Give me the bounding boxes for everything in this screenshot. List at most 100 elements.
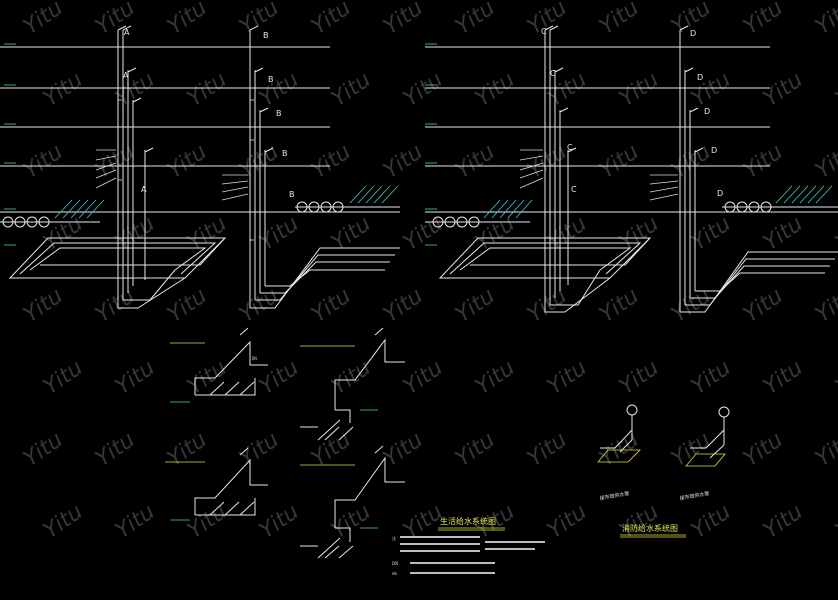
riser-label-d: D bbox=[717, 189, 723, 198]
branch-detail-3 bbox=[165, 447, 268, 521]
watermark-text: Yitu bbox=[595, 139, 644, 183]
watermark-text: Yitu bbox=[451, 283, 500, 327]
watermark-text: Yitu bbox=[811, 283, 838, 327]
fire-source-label-right: 接市政供水管 bbox=[679, 490, 710, 502]
watermark-text: Yitu bbox=[307, 0, 356, 40]
watermark-text: Yitu bbox=[39, 67, 88, 111]
riser-label-b: B bbox=[268, 75, 274, 84]
watermark-text: Yitu bbox=[759, 67, 808, 111]
riser-label-a: A bbox=[123, 71, 129, 80]
watermark-text: Yitu bbox=[163, 139, 212, 183]
watermark-text: Yitu bbox=[379, 139, 428, 183]
watermark-text: Yitu bbox=[811, 0, 838, 40]
watermark-text: Yitu bbox=[39, 355, 88, 399]
watermark-text: Yitu bbox=[183, 211, 232, 255]
watermark-text: Yitu bbox=[39, 499, 88, 543]
watermark-text: Yitu bbox=[759, 211, 808, 255]
domestic-system-title: 生活给水系统图 bbox=[440, 516, 496, 526]
riser-label-c: C bbox=[567, 143, 573, 152]
watermark-text: Yitu bbox=[19, 283, 68, 327]
watermark-text: Yitu bbox=[183, 499, 232, 543]
valve-row-b bbox=[295, 201, 400, 213]
riser-label-d: D bbox=[711, 146, 717, 155]
watermark-text: Yitu bbox=[831, 67, 838, 111]
riser-label-d: D bbox=[697, 73, 703, 82]
watermark-text: Yitu bbox=[163, 427, 212, 471]
riser-label-d: D bbox=[690, 29, 696, 38]
watermark-text: Yitu bbox=[667, 139, 716, 183]
watermark-text: Yitu bbox=[831, 211, 838, 255]
watermark-text: Yitu bbox=[163, 0, 212, 40]
watermark-text: Yitu bbox=[255, 499, 304, 543]
watermark-text: Yitu bbox=[19, 139, 68, 183]
watermark-text: Yitu bbox=[327, 67, 376, 111]
watermark-text: Yitu bbox=[687, 355, 736, 399]
watermark-text: Yitu bbox=[811, 139, 838, 183]
watermark-text: Yitu bbox=[399, 355, 448, 399]
watermark-text: Yitu bbox=[687, 211, 736, 255]
branch-detail-4 bbox=[300, 445, 405, 559]
watermark-text: Yitu bbox=[811, 427, 838, 471]
watermark-text: Yitu bbox=[111, 499, 160, 543]
watermark-text: Yitu bbox=[327, 499, 376, 543]
watermark-text: Yitu bbox=[759, 499, 808, 543]
notes-row-dn: DN bbox=[392, 561, 398, 566]
watermark-text: Yitu bbox=[235, 139, 284, 183]
valve-row-left bbox=[0, 216, 100, 228]
riser-label-b: B bbox=[263, 31, 269, 40]
watermark-text: Yitu bbox=[451, 427, 500, 471]
watermark-text: Yitu bbox=[595, 283, 644, 327]
fire-system-title: 消防给水系统图 bbox=[622, 523, 678, 533]
valve-row-d bbox=[722, 201, 838, 213]
branch-detail-1: DN bbox=[170, 327, 268, 403]
watermark-text: Yitu bbox=[451, 139, 500, 183]
riser-label-c: C bbox=[541, 27, 547, 36]
watermark-text: Yitu bbox=[523, 427, 572, 471]
watermark-text: Yitu bbox=[471, 211, 520, 255]
watermark-text: Yitu bbox=[523, 139, 572, 183]
watermark-text: Yitu bbox=[739, 0, 788, 40]
watermark-text: Yitu bbox=[163, 283, 212, 327]
notes-row-de: de bbox=[392, 571, 398, 576]
riser-label-a: A bbox=[124, 28, 130, 37]
riser-label-a: A bbox=[141, 185, 147, 194]
system-diagram-right: C C C C D D D D D bbox=[425, 25, 838, 313]
watermark-text: Yitu bbox=[183, 67, 232, 111]
watermark-text: Yitu bbox=[543, 355, 592, 399]
watermark-text: Yitu bbox=[91, 427, 140, 471]
watermark-text: Yitu bbox=[91, 283, 140, 327]
system-diagram-left: A A A B B B B B bbox=[0, 25, 400, 309]
watermark-text: Yitu bbox=[739, 427, 788, 471]
watermark-text: Yitu bbox=[379, 283, 428, 327]
riser-label-b: B bbox=[276, 109, 282, 118]
watermark-text: Yitu bbox=[523, 0, 572, 40]
watermark-text: Yitu bbox=[759, 355, 808, 399]
valve-row-right bbox=[425, 216, 530, 228]
riser-label-c: C bbox=[550, 69, 556, 78]
watermark-text: Yitu bbox=[235, 427, 284, 471]
watermark-text: Yitu bbox=[739, 283, 788, 327]
riser-label-d: D bbox=[704, 107, 710, 116]
watermark-text: Yitu bbox=[379, 427, 428, 471]
watermark-text: Yitu bbox=[739, 139, 788, 183]
watermark-text: Yitu bbox=[307, 139, 356, 183]
watermark-text: Yitu bbox=[687, 67, 736, 111]
watermark-text: Yitu bbox=[615, 67, 664, 111]
watermark-text: Yitu bbox=[19, 0, 68, 40]
watermark-text: Yitu bbox=[595, 0, 644, 40]
watermark-text: Yitu bbox=[91, 0, 140, 40]
watermark-text: Yitu bbox=[831, 355, 838, 399]
watermark-text: Yitu bbox=[471, 355, 520, 399]
watermark-text: Yitu bbox=[831, 499, 838, 543]
watermark-text: Yitu bbox=[687, 499, 736, 543]
domestic-title-block: 生活给水系统图 注 DN de bbox=[392, 516, 545, 576]
svg-text:DN: DN bbox=[252, 356, 257, 361]
watermark-text: Yitu bbox=[327, 211, 376, 255]
watermark-text: Yitu bbox=[615, 355, 664, 399]
watermark-text: Yitu bbox=[111, 355, 160, 399]
watermark-text: Yitu bbox=[19, 427, 68, 471]
branch-detail-2 bbox=[300, 327, 405, 441]
watermark-text: Yitu bbox=[255, 67, 304, 111]
riser-label-c: C bbox=[571, 185, 577, 194]
